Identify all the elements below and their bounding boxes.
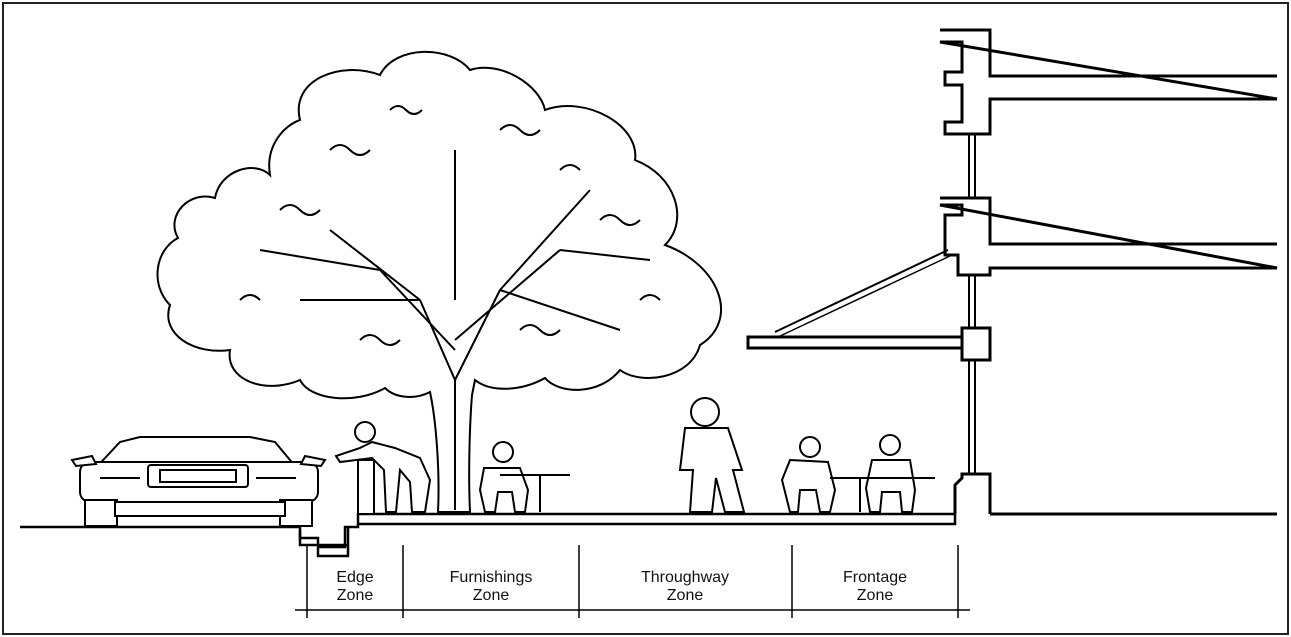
- zone-label-frontage-line2: Zone: [857, 587, 894, 604]
- pedestrians: [336, 398, 935, 514]
- zone-label-furnishings-line1: Furnishings: [450, 569, 533, 586]
- ground-profile: [20, 514, 1277, 556]
- zone-label-frontage-line1: Frontage: [843, 569, 907, 586]
- zone-label-throughway-line1: Throughway: [641, 569, 729, 586]
- zone-label-throughway-line2: Zone: [667, 587, 704, 604]
- building-section: [748, 30, 1277, 514]
- zone-label-furnishings-line2: Zone: [473, 587, 510, 604]
- zone-label-edge-line1: Edge: [336, 569, 373, 586]
- car-rear-view: [72, 437, 325, 526]
- zone-labels: Edge Zone Furnishings Zone Throughway Zo…: [336, 569, 907, 604]
- zone-label-edge-line2: Zone: [337, 587, 374, 604]
